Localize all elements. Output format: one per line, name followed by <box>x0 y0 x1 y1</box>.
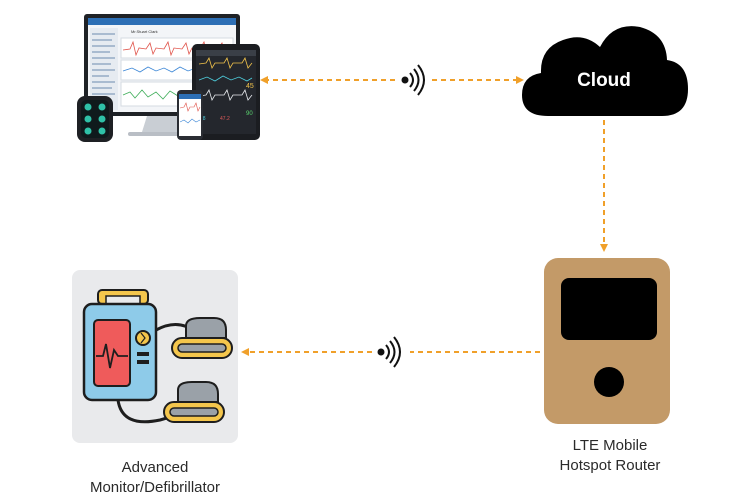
device-label: Advanced Monitor/Defibrillator <box>60 458 250 498</box>
cloud-label: Cloud <box>577 70 631 91</box>
router-display <box>561 278 657 340</box>
cloud-icon <box>522 26 688 116</box>
smartwatch <box>77 96 113 142</box>
router-label-line2: Hotspot Router <box>559 457 661 474</box>
defibrillator-icon <box>82 289 233 424</box>
svg-text:47.2: 47.2 <box>220 116 230 122</box>
phone <box>177 90 203 140</box>
wireless-signal-icon <box>401 64 425 96</box>
lte-router-node <box>544 258 670 424</box>
tablet: 45 90 98 47.2 <box>192 44 260 140</box>
router-label: LTE Mobile Hotspot Router <box>530 436 690 476</box>
router-label-line1: LTE Mobile <box>572 437 648 454</box>
connectors <box>241 76 608 356</box>
dashboard-screen-title: Mr.Stuart Clark <box>131 29 158 34</box>
router-power-button <box>594 367 624 397</box>
cloud-node: Cloud <box>522 26 688 116</box>
wireless-signal-icon <box>377 336 401 368</box>
device-label-line2: Monitor/Defibrillator <box>89 479 221 496</box>
svg-text:90: 90 <box>246 111 253 117</box>
dashboard-devices-image: Mr.Stuart Clark <box>77 14 260 142</box>
defibrillator-node <box>72 270 238 443</box>
device-label-line1: Advanced <box>121 459 189 476</box>
svg-text:45: 45 <box>246 83 254 90</box>
